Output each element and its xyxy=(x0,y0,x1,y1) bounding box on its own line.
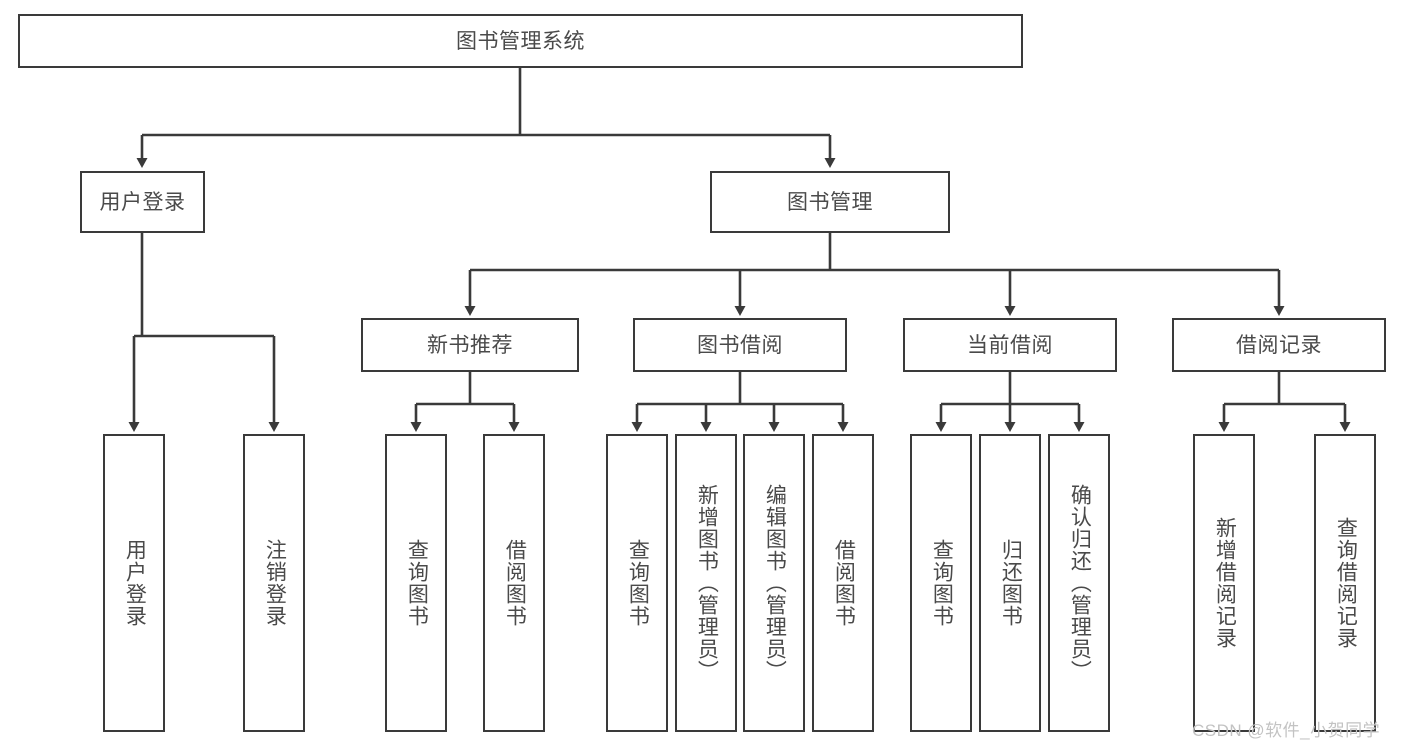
node-label: 新书推荐 xyxy=(427,333,513,357)
node-label: 图书管理系统 xyxy=(456,29,585,53)
node-leaf-borrow-record-add[interactable]: 新增借阅记录 xyxy=(1193,434,1255,732)
node-label: 借阅图书 xyxy=(503,539,527,627)
node-borrow-record[interactable]: 借阅记录 xyxy=(1172,318,1386,372)
node-leaf-user-login-logout[interactable]: 注销登录 xyxy=(243,434,305,732)
node-leaf-new-book-query[interactable]: 查询图书 xyxy=(385,434,447,732)
node-leaf-current-borrow-confirm[interactable]: 确认归还（管理员） xyxy=(1048,434,1110,732)
node-label: 新增借阅记录 xyxy=(1213,517,1237,649)
node-book-management[interactable]: 图书管理 xyxy=(710,171,950,233)
node-leaf-new-book-borrow[interactable]: 借阅图书 xyxy=(483,434,545,732)
node-label: 查询图书 xyxy=(626,539,650,627)
node-label: 归还图书 xyxy=(999,539,1023,627)
node-leaf-user-login-login[interactable]: 用户登录 xyxy=(103,434,165,732)
node-label: 查询图书 xyxy=(930,539,954,627)
node-user-login[interactable]: 用户登录 xyxy=(80,171,205,233)
node-leaf-current-borrow-query[interactable]: 查询图书 xyxy=(910,434,972,732)
node-label: 借阅图书 xyxy=(832,539,856,627)
node-label: 查询图书 xyxy=(405,539,429,627)
node-leaf-book-borrow-edit[interactable]: 编辑图书（管理员） xyxy=(743,434,805,732)
node-label: 图书管理 xyxy=(787,190,873,214)
node-label: 图书借阅 xyxy=(697,333,783,357)
node-label: 查询借阅记录 xyxy=(1334,517,1358,649)
node-book-borrow[interactable]: 图书借阅 xyxy=(633,318,847,372)
node-leaf-borrow-record-query[interactable]: 查询借阅记录 xyxy=(1314,434,1376,732)
csdn-watermark: CSDN @软件_小贺同学 xyxy=(1192,721,1381,740)
node-label: 注销登录 xyxy=(263,539,287,627)
node-leaf-book-borrow-borrow[interactable]: 借阅图书 xyxy=(812,434,874,732)
node-label: 当前借阅 xyxy=(967,333,1053,357)
node-label: 确认归还（管理员） xyxy=(1068,484,1092,682)
node-new-book-recommend[interactable]: 新书推荐 xyxy=(361,318,579,372)
node-leaf-book-borrow-query[interactable]: 查询图书 xyxy=(606,434,668,732)
node-current-borrow[interactable]: 当前借阅 xyxy=(903,318,1117,372)
node-label: 借阅记录 xyxy=(1236,333,1322,357)
node-label: 用户登录 xyxy=(99,190,186,214)
node-label: 用户登录 xyxy=(123,539,147,627)
node-label: 编辑图书（管理员） xyxy=(763,484,787,682)
node-root-book-management-system[interactable]: 图书管理系统 xyxy=(18,14,1023,68)
node-label: 新增图书（管理员） xyxy=(695,484,719,682)
node-leaf-book-borrow-add[interactable]: 新增图书（管理员） xyxy=(675,434,737,732)
node-leaf-current-borrow-return[interactable]: 归还图书 xyxy=(979,434,1041,732)
